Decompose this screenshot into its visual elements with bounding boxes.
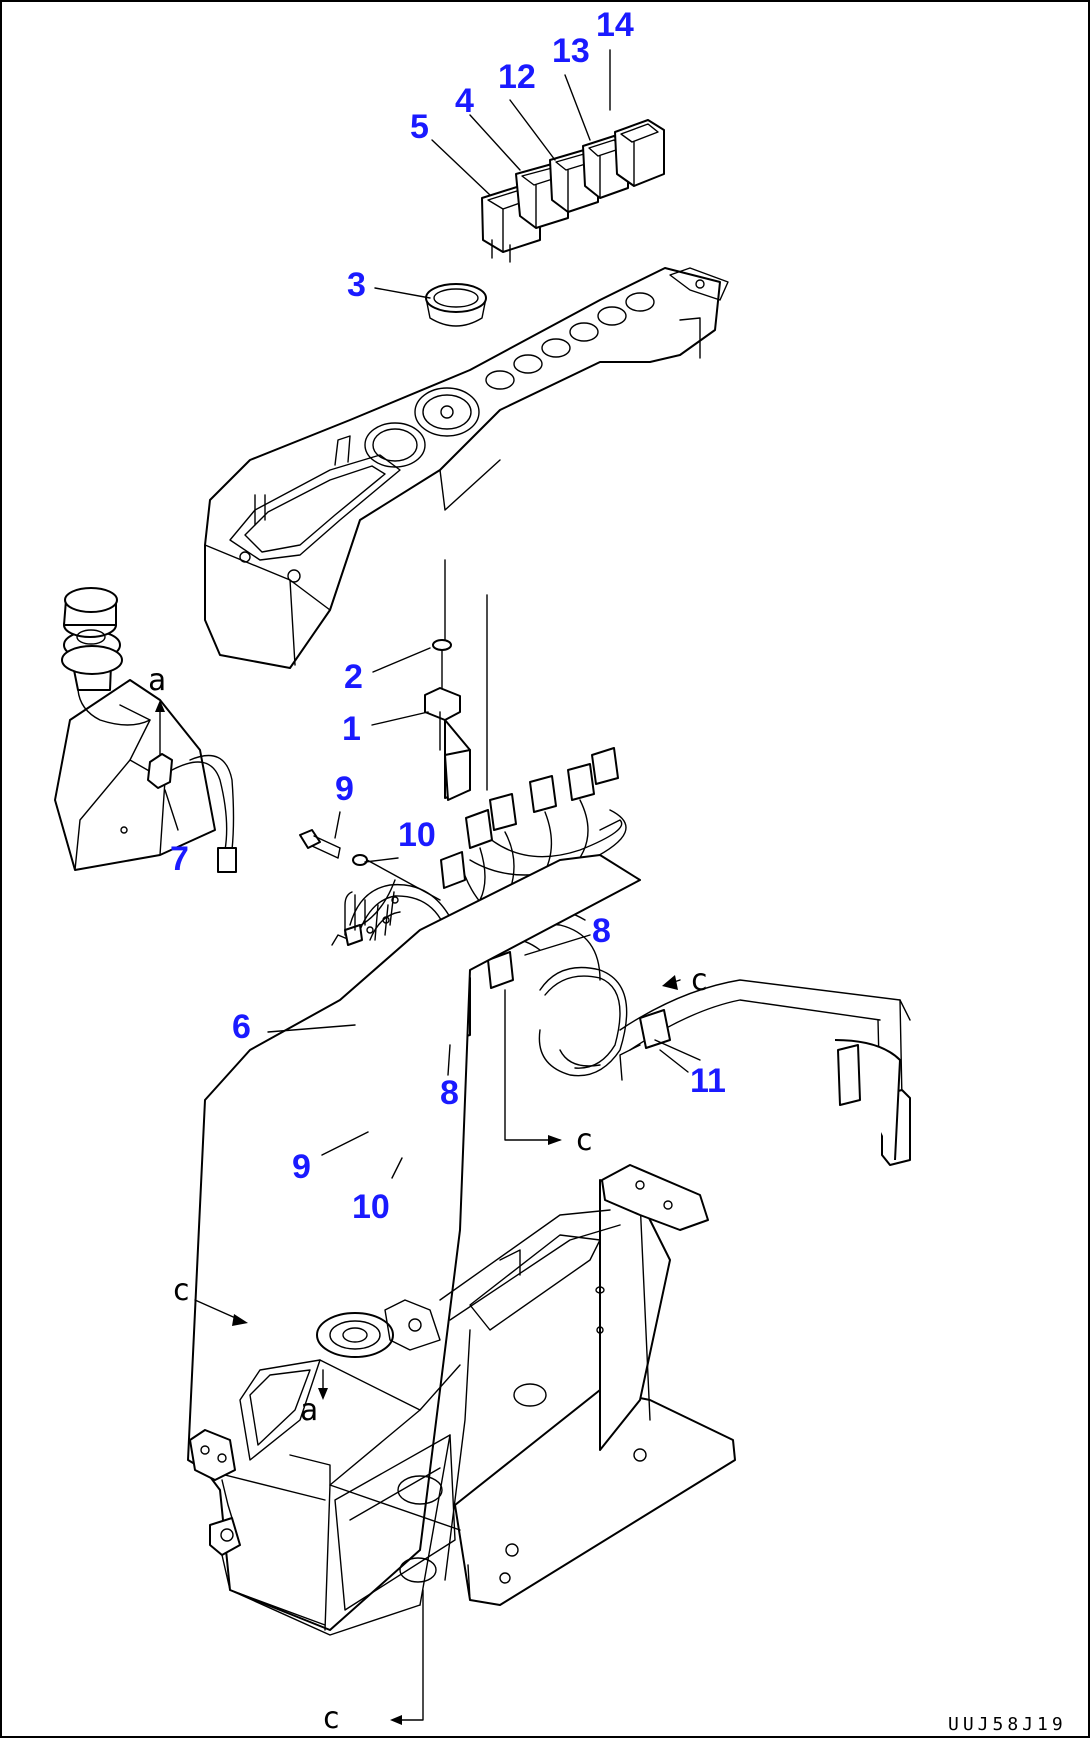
callout-3: 3 xyxy=(347,266,366,304)
reference-arrows xyxy=(155,700,681,1725)
ref-letter-c-left: c xyxy=(172,1273,190,1308)
ref-letter-c-right: c xyxy=(690,963,708,998)
callout-9-lower: 9 xyxy=(292,1148,311,1186)
console-cover xyxy=(204,267,729,669)
switch-14 xyxy=(614,119,665,187)
ref-letter-a-top: a xyxy=(148,663,166,698)
switch-row xyxy=(481,119,665,263)
bolt-upper xyxy=(299,829,341,859)
callout-14: 14 xyxy=(596,6,634,44)
callout-12: 12 xyxy=(498,58,536,96)
console-base xyxy=(187,854,736,1636)
lever-assembly xyxy=(424,559,471,801)
callout-13: 13 xyxy=(552,32,590,70)
callout-labels: 14 13 12 4 5 3 2 1 9 10 7 8 6 8 11 9 10 xyxy=(170,6,726,1226)
ref-letter-c-mid: c xyxy=(575,1123,593,1158)
ref-letter-c-bottom: c xyxy=(322,1701,340,1736)
reference-letters: a c c c a c xyxy=(148,663,708,1736)
callout-5: 5 xyxy=(410,108,429,146)
callout-4: 4 xyxy=(455,82,474,120)
callout-6: 6 xyxy=(232,1008,251,1046)
callout-1: 1 xyxy=(342,710,361,748)
callout-7: 7 xyxy=(170,840,189,878)
callout-10-lower: 10 xyxy=(352,1188,390,1226)
callout-8-lower: 8 xyxy=(440,1074,459,1112)
callout-11: 11 xyxy=(690,1062,726,1100)
callout-2: 2 xyxy=(344,658,363,696)
leader-lines xyxy=(164,49,689,1179)
cap-ring xyxy=(425,283,487,327)
callout-10-upper: 10 xyxy=(398,816,436,854)
callout-8-upper: 8 xyxy=(592,912,611,950)
callout-9-upper: 9 xyxy=(335,770,354,808)
drawing-code: UUJ58J19 xyxy=(948,1714,1067,1735)
ref-letter-a-base: a xyxy=(300,1393,318,1428)
